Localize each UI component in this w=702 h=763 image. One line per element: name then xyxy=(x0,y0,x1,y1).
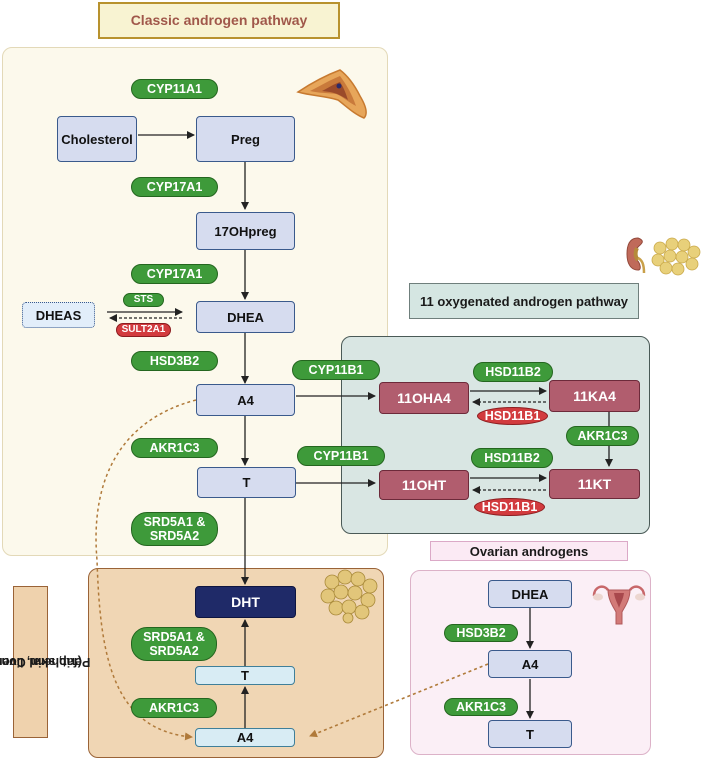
enzyme-srd5a-line1: SRD5A1 & xyxy=(143,515,206,529)
enzyme-hsd11b2: HSD11B2 xyxy=(473,362,553,382)
enzyme-hsd11b2-2: HSD11B2 xyxy=(471,448,553,468)
node-11oht[interactable]: 11OHT xyxy=(379,470,469,500)
node-dht[interactable]: DHT xyxy=(195,586,296,618)
enzyme-sts: STS xyxy=(123,293,164,307)
enzyme-peripheral-srd5a-line2: SRD5A2 xyxy=(149,644,199,658)
enzyme-hsd3b2: HSD3B2 xyxy=(131,351,218,371)
enzyme-sult2a1: SULT2A1 xyxy=(116,323,171,337)
enzyme-cyp11a1: CYP11A1 xyxy=(131,79,218,99)
node-t[interactable]: T xyxy=(197,467,296,498)
node-17ohpreg[interactable]: 17OHpreg xyxy=(196,212,295,250)
oxygenated-pathway-title: 11 oxygenated androgen pathway xyxy=(409,283,639,319)
enzyme-srd5a-line2: SRD5A2 xyxy=(149,529,200,543)
enzyme-cyp17a1-2: CYP17A1 xyxy=(131,264,218,284)
node-ovarian-dhea[interactable]: DHEA xyxy=(488,580,572,608)
node-a4[interactable]: A4 xyxy=(196,384,295,416)
enzyme-hsd11b1: HSD11B1 xyxy=(477,407,548,425)
enzyme-akr1c3: AKR1C3 xyxy=(131,438,218,458)
ovarian-title: Ovarian androgens xyxy=(430,541,628,561)
node-11ka4[interactable]: 11KA4 xyxy=(549,380,640,412)
enzyme-cyp11b1: CYP11B1 xyxy=(292,360,380,380)
enzyme-cyp17a1: CYP17A1 xyxy=(131,177,218,197)
node-11kt[interactable]: 11KT xyxy=(549,469,640,499)
peripheral-conversion-title: Peripheral Conversion(fat, skin, liver) xyxy=(0,586,90,738)
node-11oha4[interactable]: 11OHA4 xyxy=(379,382,469,414)
kidney-icon xyxy=(626,237,646,274)
enzyme-cyp11b1-2: CYP11B1 xyxy=(297,446,385,466)
node-dheas[interactable]: DHEAS xyxy=(22,302,95,328)
enzyme-peripheral-srd5a: SRD5A1 & SRD5A2 xyxy=(131,627,217,661)
node-preg[interactable]: Preg xyxy=(196,116,295,162)
enzyme-ovarian-akr1c3: AKR1C3 xyxy=(444,698,518,716)
node-dhea[interactable]: DHEA xyxy=(196,301,295,333)
adrenal-gland-icon xyxy=(296,69,367,119)
enzyme-peripheral-akr1c3: AKR1C3 xyxy=(131,698,217,718)
arrow-ovarian-a4-to-peripheral-a4 xyxy=(309,663,489,738)
node-ovarian-t[interactable]: T xyxy=(488,720,572,748)
peripheral-adipose-icon xyxy=(320,569,378,624)
enzyme-ovarian-hsd3b2: HSD3B2 xyxy=(444,624,518,642)
node-ovarian-a4[interactable]: A4 xyxy=(488,650,572,678)
adipose-tissue-icon xyxy=(651,237,701,276)
enzyme-peripheral-srd5a-line1: SRD5A1 & xyxy=(143,630,205,644)
node-peripheral-a4[interactable]: A4 xyxy=(195,728,295,747)
enzyme-hsd11b1-2: HSD11B1 xyxy=(474,498,545,516)
enzyme-srd5a: SRD5A1 & SRD5A2 xyxy=(131,512,218,546)
node-cholesterol[interactable]: Cholesterol xyxy=(57,116,137,162)
classic-pathway-title: Classic androgen pathway xyxy=(98,2,340,39)
uterus-ovaries-icon xyxy=(592,585,646,625)
enzyme-akr1c3-oxy: AKR1C3 xyxy=(566,426,639,446)
node-peripheral-t[interactable]: T xyxy=(195,666,295,685)
